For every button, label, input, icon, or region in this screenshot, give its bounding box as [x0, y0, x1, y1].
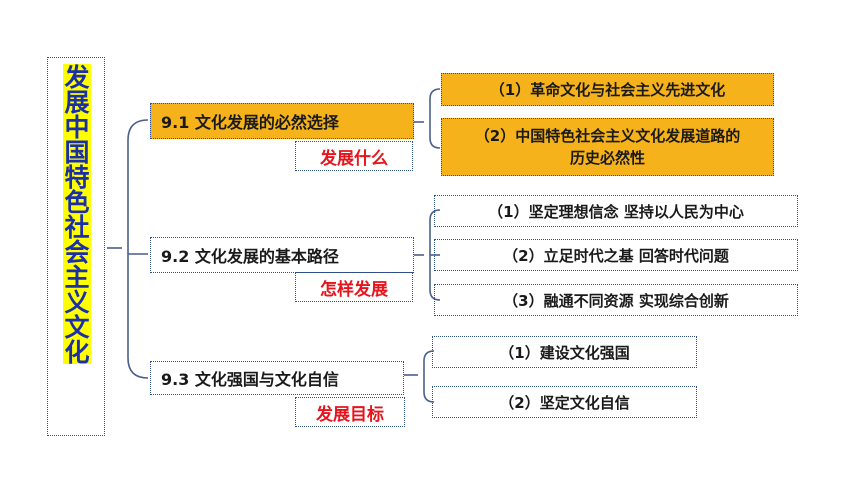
- section-2-item-1: （1）坚定理想信念 坚持以人民为中心: [434, 195, 798, 227]
- section-3-item-2: （2）坚定文化自信: [432, 386, 697, 418]
- section-2-tag: 怎样发展: [295, 272, 413, 302]
- title-frame: 发展中国特色社会主义文化: [47, 57, 105, 436]
- section-1-tag: 发展什么: [295, 141, 413, 171]
- section-2-heading: 9.2 文化发展的基本路径: [150, 237, 414, 273]
- section-3-item-1: （1）建设文化强国: [432, 336, 697, 368]
- section-2-item-3: （3）融通不同资源 实现综合创新: [434, 284, 798, 316]
- main-title: 发展中国特色社会主义文化: [61, 64, 91, 364]
- section-1-item-1: （1）革命文化与社会主义先进文化: [441, 73, 774, 106]
- section-1-heading: 9.1 文化发展的必然选择: [150, 103, 414, 139]
- section-3-heading: 9.3 文化强国与文化自信: [150, 361, 404, 395]
- section-2-item-2: （2）立足时代之基 回答时代问题: [434, 239, 798, 271]
- section-1-item-2: （2）中国特色社会主义文化发展道路的历史必然性: [441, 118, 774, 176]
- section-3-tag: 发展目标: [295, 397, 405, 427]
